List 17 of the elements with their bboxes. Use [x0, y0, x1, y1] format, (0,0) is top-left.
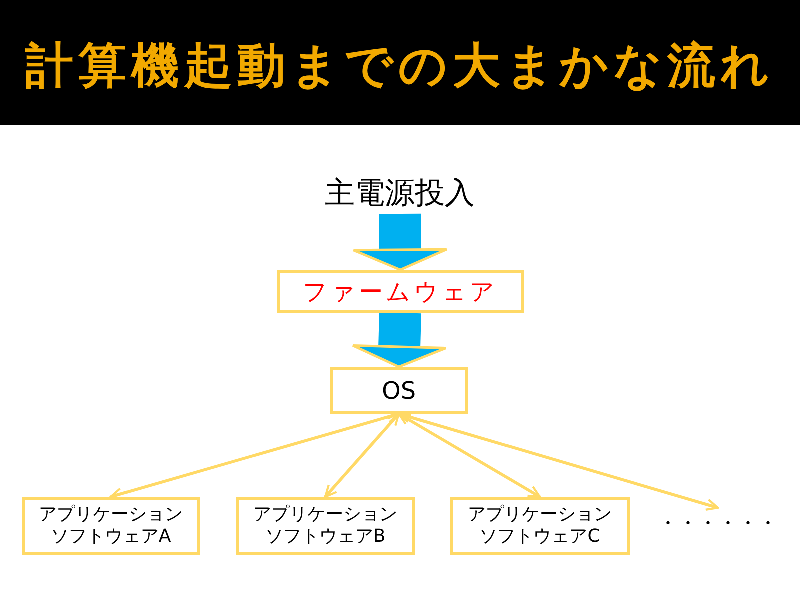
ellipsis-text: ・・・・・・: [663, 508, 773, 538]
process-box: [236, 497, 415, 555]
process-box: [450, 497, 630, 555]
step-label: 主電源投入: [310, 174, 490, 214]
box-label: アプリケーションソフトウェアA: [38, 504, 184, 548]
block-arrow: [352, 214, 448, 272]
box-label: アプリケーションソフトウェアC: [466, 504, 613, 548]
process-box: [22, 497, 200, 555]
double-arrow: [324, 412, 400, 498]
box-label: ファームウェア: [303, 276, 498, 306]
title: 計算機起動までの大まかな流れ: [26, 38, 774, 96]
box-label: OS: [382, 376, 416, 406]
block-arrow: [352, 312, 448, 368]
double-arrow: [398, 412, 542, 498]
box-label: アプリケーションソフトウェアB: [252, 504, 398, 548]
process-box: [330, 367, 468, 414]
process-box: [277, 270, 524, 313]
